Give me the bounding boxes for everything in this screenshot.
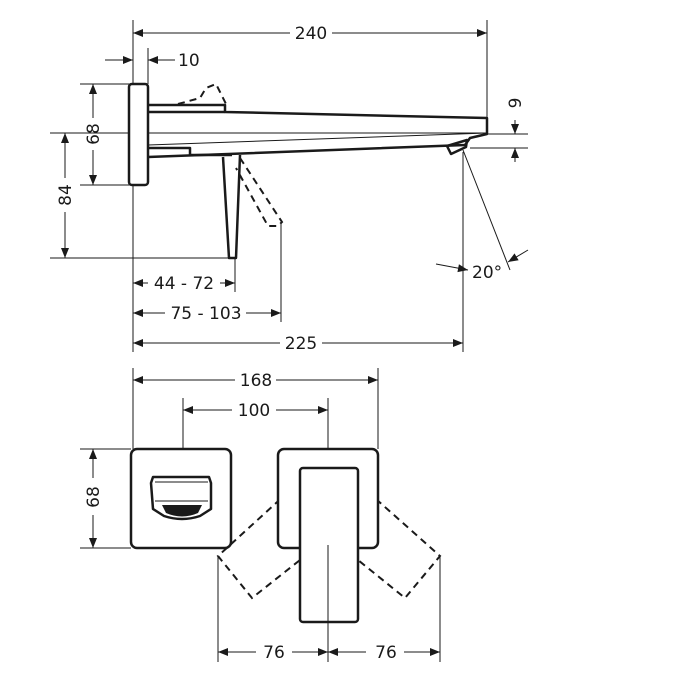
dim-overall-length: 240 [295, 24, 327, 44]
angle-arrow-left [435, 263, 469, 273]
dim-spout-drop: 9 [506, 98, 526, 109]
side-view: 240 10 68 84 9 20° 44 - 72 75 - 103 225 [50, 20, 529, 354]
front-view: 168 100 68 76 76 [80, 368, 442, 663]
dim-centers: 100 [238, 401, 270, 421]
dim-lever-height: 84 [56, 184, 76, 206]
spout-plate-front [129, 447, 233, 550]
dim-plate-depth: 10 [178, 51, 200, 71]
lever-plate-front [276, 447, 380, 624]
dim-wall-range-2: 75 - 103 [170, 304, 241, 324]
dim-spout-angle: 20° [472, 263, 502, 283]
dim-overall-width: 168 [240, 371, 272, 391]
dim-left-swing: 76 [263, 643, 285, 663]
angle-arrow-right [507, 249, 529, 263]
dim-right-swing: 76 [375, 643, 397, 663]
dim-projection: 225 [285, 334, 317, 354]
dim-plate-height-front: 68 [84, 486, 104, 508]
faucet-side-outline [127, 82, 489, 260]
extension-lines [50, 20, 528, 352]
dim-plate-height-side: 68 [84, 123, 104, 145]
dim-wall-range-1: 44 - 72 [154, 274, 214, 294]
